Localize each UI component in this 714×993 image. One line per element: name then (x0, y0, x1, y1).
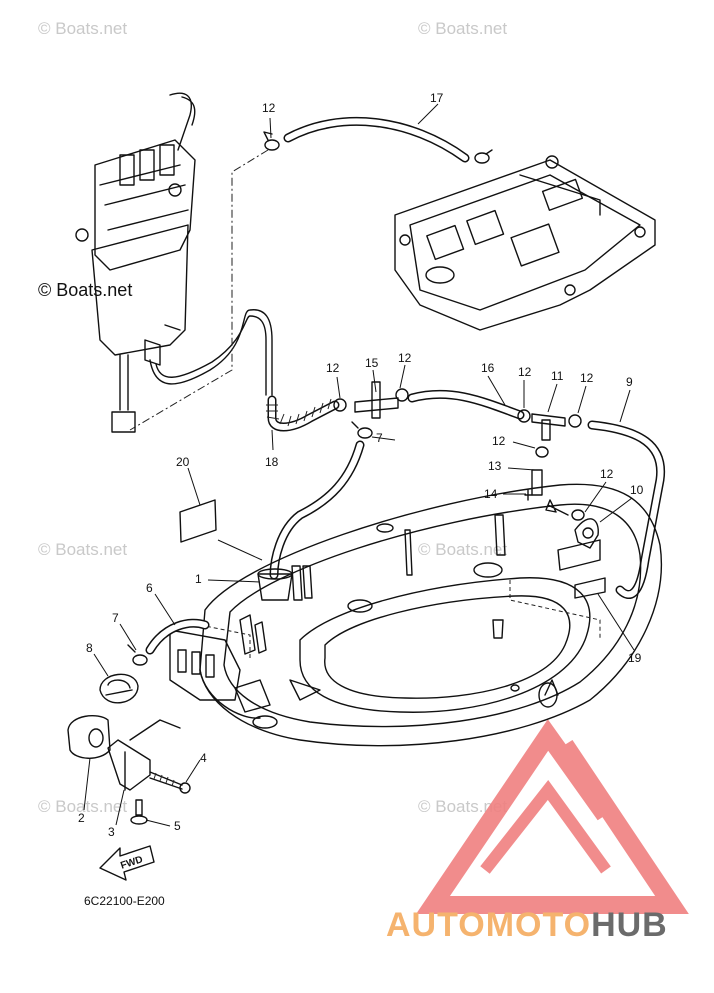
clamp-17-end (474, 149, 493, 164)
watermark-mid-right: © Boats.net (418, 540, 507, 559)
callout-17: 17 (430, 91, 444, 105)
nut-8 (99, 673, 139, 704)
callout-7-upper: 7 (376, 431, 383, 445)
hose-1-inner (271, 442, 363, 578)
callout-12-d: 12 (492, 434, 506, 448)
hose-separator-loop-inner (155, 315, 267, 396)
watermark-bottom-right: © Boats.net (418, 797, 507, 816)
callout-14: 14 (484, 487, 498, 501)
callout-12-f: 12 (600, 467, 614, 481)
engine-mount-plate (394, 155, 656, 331)
callout-labels: 12 17 15 12 12 11 12 16 9 7 12 13 14 12 … (78, 91, 644, 839)
brand-wordmark: AUTOMOTOHUB (386, 906, 668, 944)
bracket-10 (574, 518, 599, 549)
dashed-guide-19 (509, 580, 601, 640)
callout-1: 1 (195, 572, 202, 586)
callout-12-e: 12 (580, 371, 594, 385)
callout-8: 8 (86, 641, 93, 655)
bushing-2 (67, 714, 111, 759)
bracket-3 (107, 719, 181, 791)
callout-3: 3 (108, 825, 115, 839)
clamp-7-lower (127, 644, 148, 666)
screw-5 (130, 799, 148, 825)
callout-12-c: 12 (518, 365, 532, 379)
callout-15: 15 (365, 356, 379, 370)
callout-5: 5 (174, 819, 181, 833)
joint-15 (333, 381, 409, 419)
grommet-1 (257, 568, 293, 601)
watermark-top-right: © Boats.net (418, 19, 507, 38)
watermark-bottom-left: © Boats.net (38, 797, 127, 816)
vapor-separator-assembly (75, 92, 196, 433)
hose-9 (587, 420, 666, 599)
callout-12-top: 12 (262, 101, 276, 115)
callout-11: 11 (551, 369, 564, 383)
bolt-12-right (545, 499, 585, 521)
diagram-code: 6C22100-E200 (84, 894, 165, 908)
callout-7-lower: 7 (112, 611, 119, 625)
brand-logo (416, 719, 689, 914)
hose-6-inner (147, 620, 208, 653)
screw-4 (149, 771, 191, 794)
joint-11 (517, 409, 582, 441)
callout-13: 13 (488, 459, 502, 473)
hose-16-inner (409, 391, 523, 418)
watermark-top-left: © Boats.net (38, 19, 127, 38)
hose-17-inner (285, 118, 468, 161)
clamp-7-upper (351, 421, 373, 439)
callout-2: 2 (78, 811, 85, 825)
leader-lines (83, 103, 635, 827)
brand-part-automoto: AUTOMOTO (386, 906, 591, 944)
brand-part-hub: HUB (591, 906, 668, 944)
fwd-direction-arrow: FWD (99, 845, 155, 881)
callout-10: 10 (630, 483, 644, 497)
alignment-line (129, 149, 269, 431)
watermark-mid-left: © Boats.net (38, 540, 127, 559)
callout-12-b: 12 (398, 351, 412, 365)
callout-6: 6 (146, 581, 153, 595)
hose-9-inner (589, 422, 664, 598)
callout-16: 16 (481, 361, 495, 375)
callout-20: 20 (176, 455, 190, 469)
bottom-cowling (169, 483, 662, 747)
callout-9: 9 (626, 375, 633, 389)
callout-4: 4 (200, 751, 207, 765)
clamp-12-top (263, 131, 280, 151)
callout-12-a: 12 (326, 361, 340, 375)
hose-18-ribs (266, 398, 332, 427)
hose-separator-loop (149, 309, 273, 396)
callout-19: 19 (628, 651, 642, 665)
label-20 (179, 499, 217, 543)
watermark-prominent: © Boats.net (38, 280, 132, 300)
dashed-guide-left (199, 624, 251, 660)
callout-18: 18 (265, 455, 279, 469)
fitting-13 (524, 446, 549, 501)
